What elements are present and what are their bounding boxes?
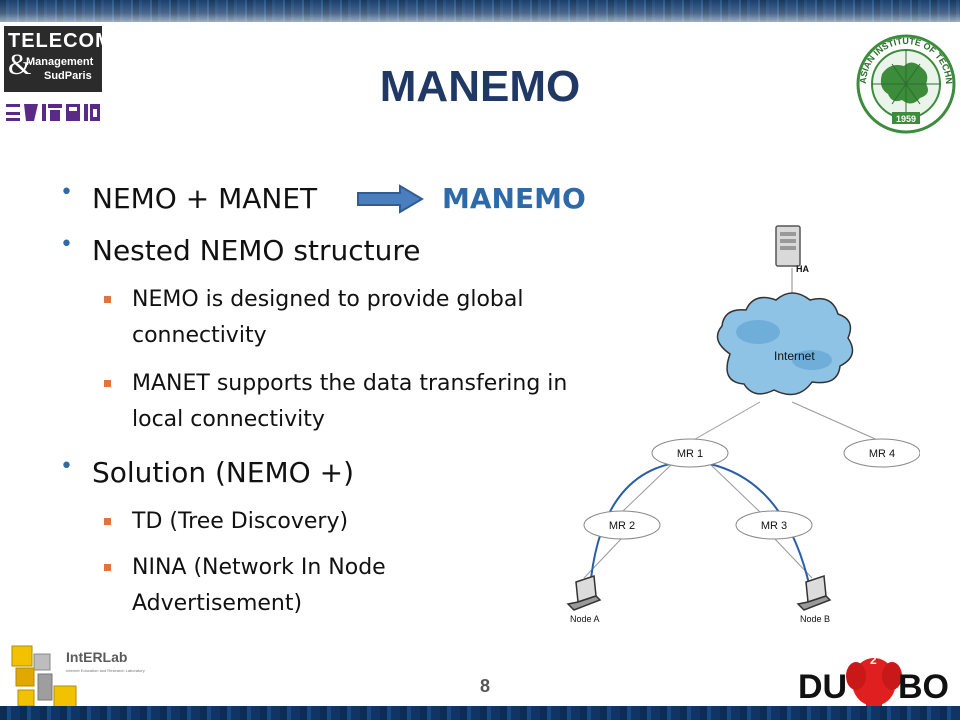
square-bullet-icon	[104, 380, 111, 387]
link-mr1-mr2	[621, 463, 673, 513]
internet-cloud-icon	[716, 292, 854, 396]
node-a-label: Node A	[570, 614, 600, 624]
bullet-dot-icon: •	[60, 454, 73, 479]
bullet-nested-nemo-text: Nested NEMO structure	[92, 234, 421, 267]
node-a-laptop-icon	[566, 574, 602, 611]
telecom-logo-sub2: SudParis	[44, 70, 92, 82]
page-number: 8	[479, 676, 490, 696]
mr1-label: MR 1	[677, 448, 703, 460]
node-b-laptop-icon	[796, 574, 832, 611]
mr2-label: MR 2	[609, 520, 635, 532]
sub-bullet-td-text: TD (Tree Discovery)	[132, 509, 349, 534]
node-b-label: Node B	[800, 614, 830, 624]
manemo-network-diagram: HA Internet MR 1 MR 4 MR 2 MR 3 Node A N…	[566, 225, 920, 624]
page-title: MANEMO	[379, 62, 581, 111]
square-bullet-icon	[104, 564, 111, 571]
right-arrow-icon	[357, 184, 424, 214]
ha-label: HA	[796, 264, 809, 274]
square-bullet-icon	[104, 518, 111, 525]
link-internet-mr1	[689, 401, 761, 443]
mr4-node	[843, 438, 920, 468]
mr4-label: MR 4	[869, 448, 895, 460]
telecom-sudparis-logo: TELECOM & Management SudParis	[4, 26, 112, 122]
link-internet-mr4	[791, 401, 883, 443]
mr1-node	[651, 438, 729, 468]
bullet-nemo-manet-text: NEMO + MANET	[92, 182, 318, 215]
mr3-label: MR 3	[761, 520, 787, 532]
intrlab-tagline: Internet Education and Research Laborato…	[66, 668, 145, 673]
intrlab-name: IntERLab	[66, 649, 127, 665]
ha-server-icon	[775, 225, 801, 267]
bottom-banner	[0, 706, 960, 720]
link-mr2-nodea	[583, 537, 623, 579]
sub-bullet-manet-local-text: MANET supports the data transfering in l…	[132, 371, 568, 432]
dumbo-logo-super: 2	[870, 653, 877, 667]
bullet-dot-icon: •	[60, 180, 73, 205]
dumbo-logo-left: DU	[798, 668, 847, 706]
sub-bullet-nemo-global-text: NEMO is designed to provide global conne…	[132, 287, 524, 348]
bullet-solution-text: Solution (NEMO +)	[92, 456, 355, 489]
top-banner-glow	[0, 0, 960, 22]
intrlab-logo: IntERLab Internet Education and Research…	[11, 645, 145, 709]
dumbo-logo-right: BO	[898, 668, 949, 706]
elephant-icon	[846, 658, 902, 710]
ait-seal-logo: ASIAN INSTITUTE OF TECHNOLOGY 1959	[852, 34, 956, 134]
telecom-logo-sub1: Management	[26, 56, 94, 68]
mr2-node	[583, 510, 661, 540]
telecom-logo-amp: &	[8, 48, 32, 81]
telecom-logo-box: TELECOM & Management SudParis	[4, 26, 112, 92]
dumbo-logo: DU 2 BO	[798, 653, 949, 710]
bullet-manemo-result: MANEMO	[442, 182, 586, 215]
telecom-calligraphy-icon	[4, 102, 102, 122]
bullet-dot-icon: •	[60, 232, 73, 257]
link-mr1-mr3	[709, 463, 761, 513]
mr3-node	[735, 510, 813, 540]
telecom-logo-main: TELECOM	[8, 30, 113, 52]
ait-seal-year: 1959	[896, 114, 916, 124]
square-bullet-icon	[104, 296, 111, 303]
sub-bullet-nina-text: NINA (Network In Node Advertisement)	[132, 555, 386, 616]
internet-label: Internet	[774, 349, 815, 363]
